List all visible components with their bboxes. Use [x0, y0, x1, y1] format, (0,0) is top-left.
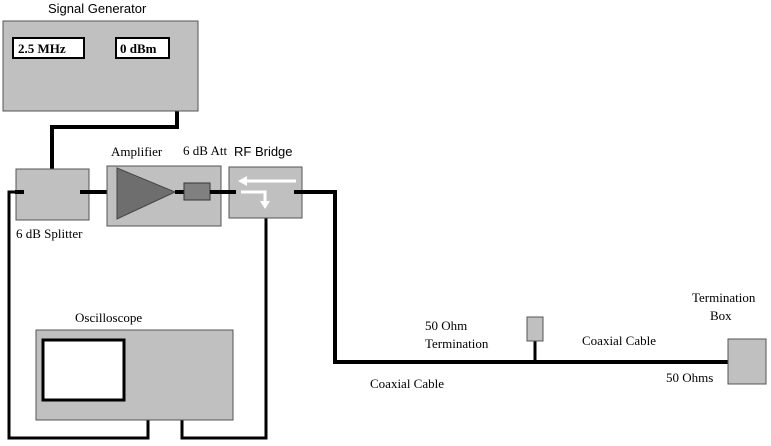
oscilloscope-screen: [41, 338, 126, 402]
coax-lower-label: Coaxial Cable: [370, 376, 444, 391]
signal-generator-title: Signal Generator: [48, 1, 147, 16]
signal-generator-body: [2, 20, 199, 112]
frequency-display: [12, 37, 85, 59]
splitter: 6 dB Splitter: [15, 168, 90, 241]
splitter-label: 6 dB Splitter: [16, 226, 83, 241]
power-display: [115, 37, 170, 59]
bridge-coupled-arrow-icon: [241, 190, 267, 202]
bridge-arrowhead-left-icon: [238, 176, 247, 186]
wire-generator-to-splitter: [50, 105, 179, 170]
amplifier-label: Amplifier: [111, 144, 163, 159]
rf-bridge: RF Bridge: [228, 144, 304, 219]
attenuator-label: 6 dB Att: [183, 143, 227, 158]
bridge-arrowhead-down-icon: [260, 201, 270, 209]
frequency-value: 2.5 MHz: [18, 41, 66, 56]
termination-box-value: 50 Ohms: [666, 370, 713, 385]
termination-50-ohm-body: [526, 316, 544, 342]
attenuator: 6 dB Att: [183, 143, 232, 201]
signal-generator: Signal Generator 2.5 MHz 0 dBm: [2, 1, 199, 112]
power-value: 0 dBm: [120, 41, 157, 56]
termination-50-label-line2: Termination: [425, 336, 489, 351]
termination-50-label-line1: 50 Ohm: [425, 318, 467, 333]
termination-box-body: [727, 338, 767, 385]
coax-upper-label: Coaxial Cable: [582, 333, 656, 348]
oscilloscope: Oscilloscope: [35, 310, 234, 421]
attenuator-body: [183, 182, 211, 201]
amplifier-triangle-icon: [116, 167, 177, 220]
splitter-body: [15, 168, 90, 221]
wire-bridge-to-coax: [300, 190, 728, 364]
termination-box: Termination Box 50 Ohms: [666, 290, 767, 385]
rf-bridge-label: RF Bridge: [234, 144, 293, 159]
wire-splitter-to-oscilloscope-ch1: [7, 190, 150, 440]
termination-box-label-line2: Box: [710, 308, 732, 323]
oscilloscope-label: Oscilloscope: [75, 310, 142, 325]
termination-box-label-line1: Termination: [692, 290, 756, 305]
wire-bridge-to-oscilloscope-ch2: [180, 215, 268, 440]
termination-50-ohm: 50 Ohm Termination: [425, 316, 544, 351]
